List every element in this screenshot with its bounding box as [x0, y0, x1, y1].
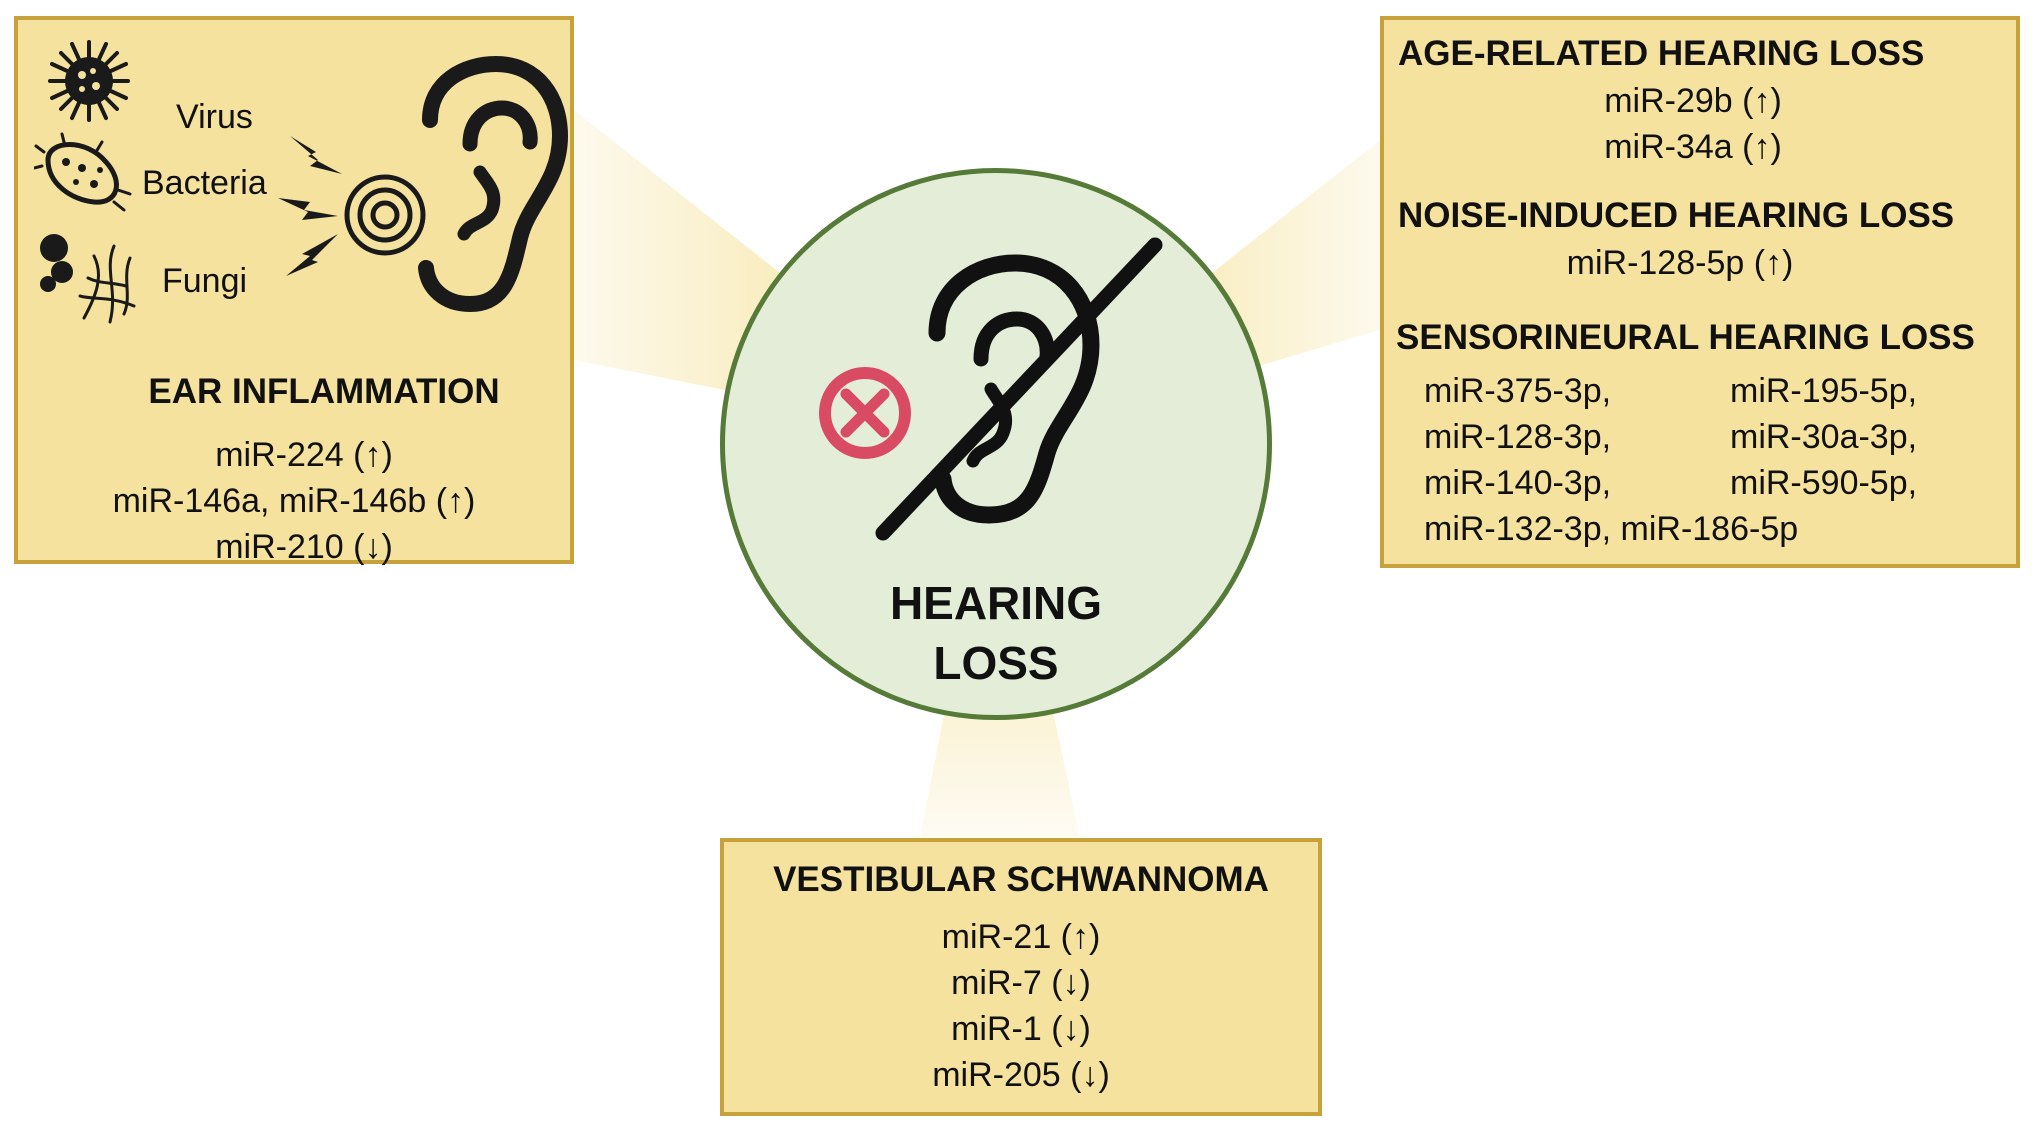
- sensorineural-section: SENSORINEURAL HEARING LOSS miR-375-3p, m…: [1384, 314, 2016, 552]
- mirna-item: miR-128-5p (↑): [1566, 244, 1794, 282]
- mirna-item: miR-21 (↑): [941, 918, 1101, 956]
- mirna-item: miR-205 (↓): [932, 1056, 1110, 1094]
- mirna-item: miR-224 (↑): [215, 436, 393, 474]
- age-related-title: AGE-RELATED HEARING LOSS: [1398, 34, 1925, 73]
- mirna-item: miR-128-3p,: [1424, 418, 1612, 456]
- mirna-item: miR-146a, miR-146b (↑): [112, 482, 476, 520]
- mirna-item: miR-29b (↑): [1604, 82, 1782, 120]
- vestibular-list: miR-21 (↑) miR-7 (↓) miR-1 (↓) miR-205 (…: [724, 914, 1318, 1098]
- ear-inflammation-title: EAR INFLAMMATION: [148, 372, 500, 411]
- center-label-line1: HEARING: [889, 577, 1103, 629]
- mirna-item: miR-34a (↑): [1604, 128, 1782, 166]
- vestibular-schwannoma-title: VESTIBULAR SCHWANNOMA: [773, 860, 1269, 899]
- mirna-item: miR-132-3p, miR-186-5p: [1424, 510, 1799, 548]
- lightning-icon: [278, 198, 338, 220]
- fungi-icon: [40, 234, 136, 324]
- pathogen-label-fungi: Fungi: [162, 262, 248, 300]
- ear-inflammation-box: Virus Bacteria Fungi EAR INFLAMMATION mi…: [14, 16, 574, 566]
- noise-induced-section: NOISE-INDUCED HEARING LOSS miR-128-5p (↑…: [1384, 192, 2016, 286]
- sensorineural-list: miR-375-3p, miR-195-5p, miR-128-3p, miR-…: [1424, 368, 2016, 552]
- ear-crossed-icon: [875, 237, 1163, 541]
- ear-inflammation-list: miR-224 (↑) miR-146a, miR-146b (↑) miR-2…: [18, 432, 570, 570]
- vestibular-schwannoma-box: VESTIBULAR SCHWANNOMA miR-21 (↑) miR-7 (…: [720, 838, 1322, 1116]
- mirna-item: miR-210 (↓): [215, 528, 393, 566]
- lightning-icon: [290, 136, 342, 174]
- noise-induced-title: NOISE-INDUCED HEARING LOSS: [1398, 196, 1955, 235]
- center-label: HEARING LOSS: [725, 573, 1267, 693]
- sensorineural-title: SENSORINEURAL HEARING LOSS: [1396, 318, 1975, 357]
- hearing-loss-circle: HEARING LOSS: [720, 168, 1272, 720]
- ear-icon: [418, 56, 568, 312]
- mirna-item: miR-140-3p,: [1424, 464, 1612, 502]
- lightning-icon: [286, 234, 338, 276]
- bacteria-icon: [34, 132, 132, 212]
- mirna-item: miR-30a-3p,: [1730, 418, 1918, 456]
- hearing-loss-types-box: AGE-RELATED HEARING LOSS miR-29b (↑) miR…: [1380, 16, 2020, 568]
- mirna-item: miR-1 (↓): [951, 1010, 1091, 1048]
- mirna-item: miR-195-5p,: [1730, 372, 1918, 410]
- mirna-item: miR-590-5p,: [1730, 464, 1918, 502]
- sound-waves-icon: [344, 174, 426, 256]
- pathogen-label-virus: Virus: [176, 98, 253, 136]
- virus-icon: [48, 40, 130, 122]
- age-related-section: AGE-RELATED HEARING LOSS miR-29b (↑) miR…: [1384, 30, 2016, 170]
- pathogen-label-bacteria: Bacteria: [142, 164, 267, 202]
- center-label-line2: LOSS: [933, 637, 1059, 689]
- cross-circle-icon: [819, 367, 911, 459]
- mirna-item: miR-375-3p,: [1424, 372, 1612, 410]
- mirna-item: miR-7 (↓): [951, 964, 1091, 1002]
